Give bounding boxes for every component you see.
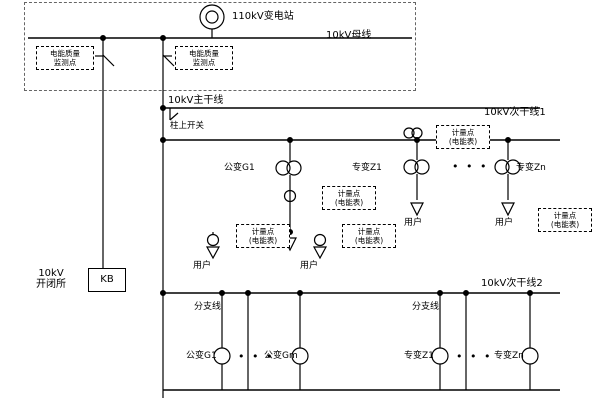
meter-point-5-line2: (电能表) [550,220,580,229]
main-feeder-label: 10kV主干线 [168,95,224,106]
ellipsis-3: • • • [456,350,493,363]
branch-line-label-left: 分支线 [194,302,222,312]
meter-point-5-line1: 计量点 [553,211,577,220]
monitor-point-2: 电能质量 监测点 [175,46,233,70]
user-label-3: 用户 [404,218,423,228]
meter-point-3-line2: (电能表) [354,236,384,245]
monitor-point-1: 电能质量 监测点 [36,46,94,70]
sub-feeder-1-label: 10kV次干线1 [484,107,546,118]
monitor-point-1-line1: 电能质量 [50,49,80,58]
meter-point-1-line2: (电能表) [334,198,364,207]
monitor-point-2-line2: 监测点 [192,58,216,67]
transformer-label-4: 公变G1 [186,351,217,361]
transformer-label-5: 公变Gm [264,351,298,361]
meter-point-4: 计量点 (电能表) [436,125,490,149]
bus-label: 10kV母线 [326,30,372,41]
transformer-label-2: 专变Z1 [352,163,382,173]
transformer-label-3: 专变Zn [516,163,546,173]
branch-line-label-right: 分支线 [412,302,440,312]
meter-point-4-line1: 计量点 [451,128,475,137]
meter-point-3-line1: 计量点 [357,227,381,236]
user-label-4: 用户 [495,218,514,228]
meter-point-1: 计量点 (电能表) [322,186,376,210]
meter-point-5: 计量点 (电能表) [538,208,592,232]
ellipsis-1: • • • [452,160,489,173]
transformer-label-1: 公变G1 [224,163,255,173]
meter-point-2-line1: 计量点 [251,227,275,236]
pole-switch-label: 柱上开关 [170,121,205,131]
substation-dashed-region [24,2,416,91]
sub-feeder-2-label: 10kV次干线2 [481,278,543,289]
user-label-2: 用户 [300,261,319,271]
user-label-1: 用户 [193,261,212,271]
monitor-point-2-line1: 电能质量 [189,49,219,58]
kb-label: KB [100,274,114,285]
substation-label: 110kV变电站 [232,11,294,22]
meter-point-2: 计量点 (电能表) [236,224,290,248]
ellipsis-2: • • • [238,350,275,363]
transformer-label-7: 专变Zn [494,351,524,361]
meter-point-3: 计量点 (电能表) [342,224,396,248]
meter-point-2-line2: (电能表) [248,236,278,245]
kb-box: KB [88,268,126,292]
transformer-label-6: 专变Z1 [404,351,434,361]
monitor-point-1-line2: 监测点 [53,58,77,67]
meter-point-1-line1: 计量点 [337,189,361,198]
meter-point-4-line2: (电能表) [448,137,478,146]
switch-station-label: 10kV 开闭所 [36,268,66,290]
